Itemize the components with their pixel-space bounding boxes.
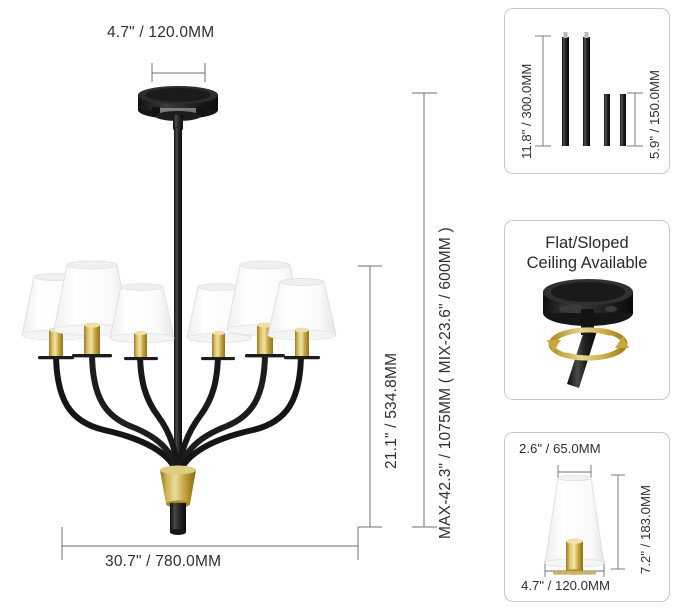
canopy-width-label: 4.7" / 120.0MM — [107, 24, 215, 41]
short-rod-length-label: 5.9" / 150.0MM — [647, 70, 662, 159]
long-rod-length-label: 11.8" / 300.0MM — [519, 63, 534, 159]
lamp-arm-5 — [226, 260, 304, 358]
lamp-arm-1 — [21, 273, 91, 360]
shade-bottom-diameter-label: 4.7" / 120.0MM — [521, 578, 610, 593]
lamp-arm-2 — [53, 260, 131, 358]
body-height-label: 21.1" / 534.8MM — [383, 352, 400, 469]
lamp-shade-panel: 2.6" / 65.0MM 7.2" / 183.0MM 4.7" / 120.… — [504, 432, 670, 602]
shade-height-label: 7.2" / 183.0MM — [638, 485, 653, 574]
extension-rods-panel: 11.8" / 300.0MM 5.9" / 150.0MM — [504, 8, 670, 174]
ceiling-availability-title: Flat/Sloped Ceiling Available — [526, 234, 648, 272]
dimension-lines — [61, 63, 437, 560]
overall-height-label: MAX-42.3" / 1075MM ( MIX-23.6" / 600MM ) — [437, 227, 454, 539]
lamp-arm-4 — [186, 283, 252, 361]
gold-cone-hub — [160, 465, 196, 535]
lamp-arm-3 — [109, 283, 175, 361]
shade-top-diameter-label: 2.6" / 65.0MM — [519, 441, 601, 456]
rotation-arrow-icon — [548, 327, 628, 361]
ceiling-canopy — [138, 86, 218, 131]
chandelier-arms — [53, 349, 304, 479]
fixture-width-label: 30.7" / 780.0MM — [105, 553, 222, 570]
lamp-arm-6 — [267, 278, 337, 360]
main-downrod — [174, 128, 182, 478]
ceiling-compatibility-panel: Flat/Sloped Ceiling Available — [504, 220, 670, 400]
